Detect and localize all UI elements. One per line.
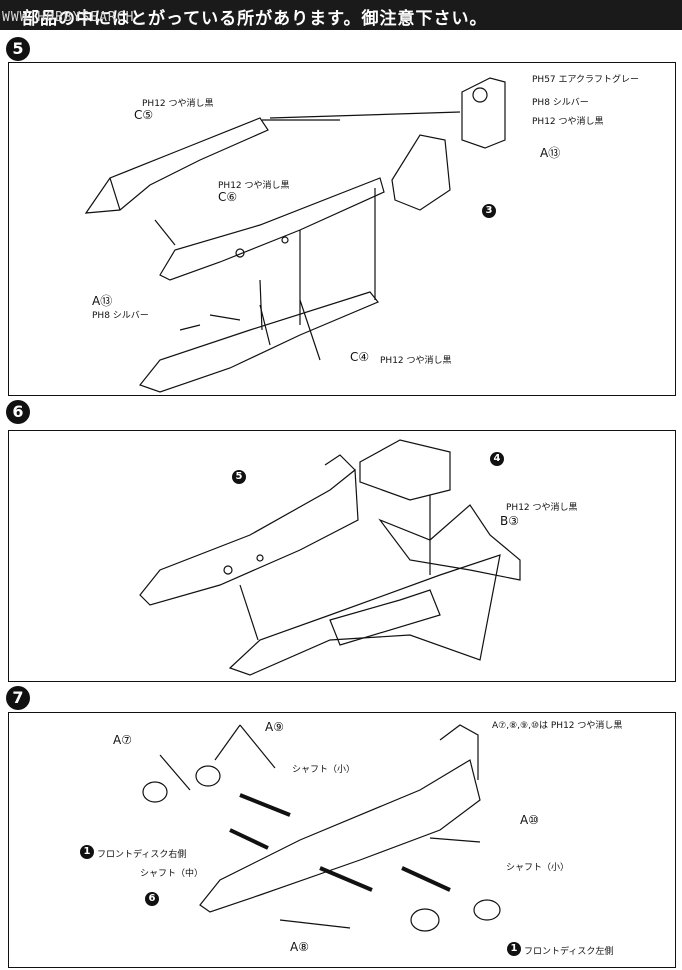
c6-paint-label: PH12 つや消し黒: [218, 181, 290, 191]
side-panel-c5: [84, 117, 269, 214]
watermark-text: WWW.HOBBYSEARCH: [2, 10, 135, 25]
b3-paint-label: PH12 つや消し黒: [506, 503, 578, 513]
sub-step-3-badge: 3: [482, 204, 496, 218]
fuel-tank-box: [359, 439, 451, 501]
headrest-block: [461, 77, 506, 149]
seat-paint2-label: PH8 シルバー: [532, 98, 589, 108]
c4-part-label: C④: [350, 350, 370, 364]
a9-part-label: A⑨: [265, 720, 284, 734]
seat-part: [391, 134, 451, 211]
step-number-5: 5: [6, 37, 30, 61]
c6-part-label: C⑥: [218, 190, 238, 204]
front-disc-left-label: フロントディスク左側: [524, 947, 614, 957]
assembled-tub: [139, 468, 359, 606]
seat-paint1-label: PH57 エアクラフトグレー: [532, 75, 640, 85]
seat-paint3-label: PH12 つや消し黒: [532, 117, 604, 127]
step7-paint-note: A⑦,⑧,⑨,⑩は PH12 つや消し黒: [492, 721, 623, 731]
front-disc-right-label: フロントディスク右側: [97, 850, 187, 860]
c4-paint-label: PH12 つや消し黒: [380, 356, 452, 366]
disc-right-badge: 1: [80, 845, 94, 859]
warning-banner: 部品の中にはとがっている所があります。御注意下さい。: [0, 0, 682, 30]
chassis-assembly: [199, 759, 481, 913]
disc-left-badge: 1: [507, 942, 521, 956]
shaft-mid-label: シャフト（中）: [140, 869, 204, 879]
shaft-small-top-label: シャフト（小）: [292, 765, 356, 775]
a13-left-paint-label: PH8 シルバー: [92, 311, 149, 321]
warning-text: 部品の中にはとがっている所があります。御注意下さい。: [22, 9, 488, 29]
front-disc-right: [142, 781, 168, 803]
a7-part-label: A⑦: [113, 733, 132, 747]
sub-6-badge: 6: [145, 892, 159, 906]
step7-panel: [8, 712, 676, 968]
lower-floor: [228, 554, 501, 676]
side-panel-c6: [159, 177, 385, 281]
a8-part-label: A⑧: [290, 940, 309, 954]
step-number-7: 7: [6, 686, 30, 710]
c5-part-label: C⑤: [134, 108, 154, 122]
sub-4-badge: 4: [490, 452, 504, 466]
b3-part-label: B③: [500, 514, 519, 528]
sub-5-badge: 5: [232, 470, 246, 484]
floor-c4: [139, 291, 379, 393]
front-disc-left: [410, 908, 440, 932]
a13-left-part-label: A⑬: [92, 294, 113, 308]
c5-paint-label: PH12 つや消し黒: [142, 99, 214, 109]
step6-panel: [8, 430, 676, 682]
step5-panel: [8, 62, 676, 396]
shaft-small-bottom-label: シャフト（小）: [506, 863, 570, 873]
a13-right-part-label: A⑬: [540, 146, 561, 160]
a10-part-label: A⑩: [520, 813, 539, 827]
step-number-6: 6: [6, 400, 30, 424]
